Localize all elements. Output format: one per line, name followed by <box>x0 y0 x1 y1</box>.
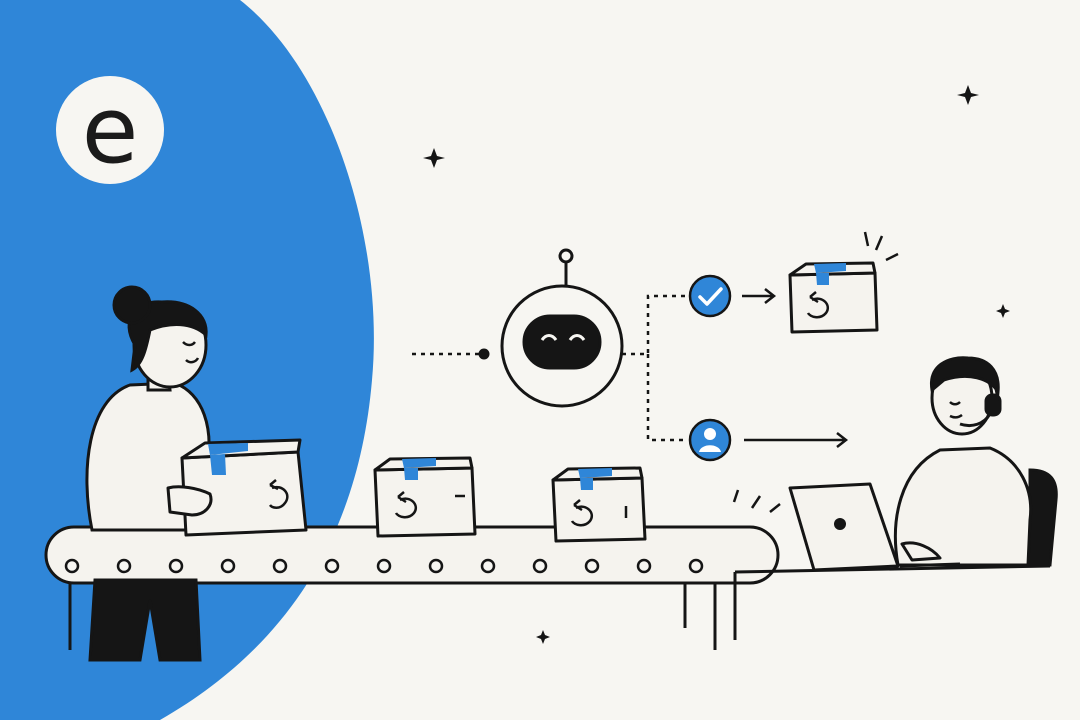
box-held <box>166 438 308 537</box>
return-arrow-icon <box>806 291 829 319</box>
box-on-belt <box>551 466 647 543</box>
chair-back <box>1028 468 1058 567</box>
sparkle-icon <box>957 85 979 105</box>
return-arrow-icon <box>268 479 289 509</box>
woman-hair-bun <box>112 285 152 325</box>
checkmark-circle-icon <box>688 274 732 318</box>
sparkle-icon <box>536 630 550 644</box>
robot-face-icon <box>500 248 624 408</box>
box-on-belt <box>373 456 477 538</box>
sparkle-icons <box>423 85 1010 644</box>
return-arrow-icon <box>394 491 417 519</box>
woman-hand <box>166 485 213 517</box>
box-approved <box>788 231 899 334</box>
support-agent <box>894 356 1058 567</box>
sparkle-icon <box>996 304 1010 318</box>
logo-letter: e <box>82 77 139 184</box>
logo-e-icon: e <box>56 76 164 184</box>
laptop <box>788 482 961 572</box>
agent-hand <box>900 541 942 562</box>
agent-hair <box>930 356 1000 397</box>
user-circle-icon <box>688 418 732 462</box>
woman-legs <box>88 578 202 662</box>
sparkle-icon <box>423 148 445 168</box>
robot-flow <box>412 288 849 448</box>
return-arrow-icon <box>570 499 593 527</box>
agent-desk <box>732 489 1051 640</box>
agent-sweater <box>894 446 1033 567</box>
